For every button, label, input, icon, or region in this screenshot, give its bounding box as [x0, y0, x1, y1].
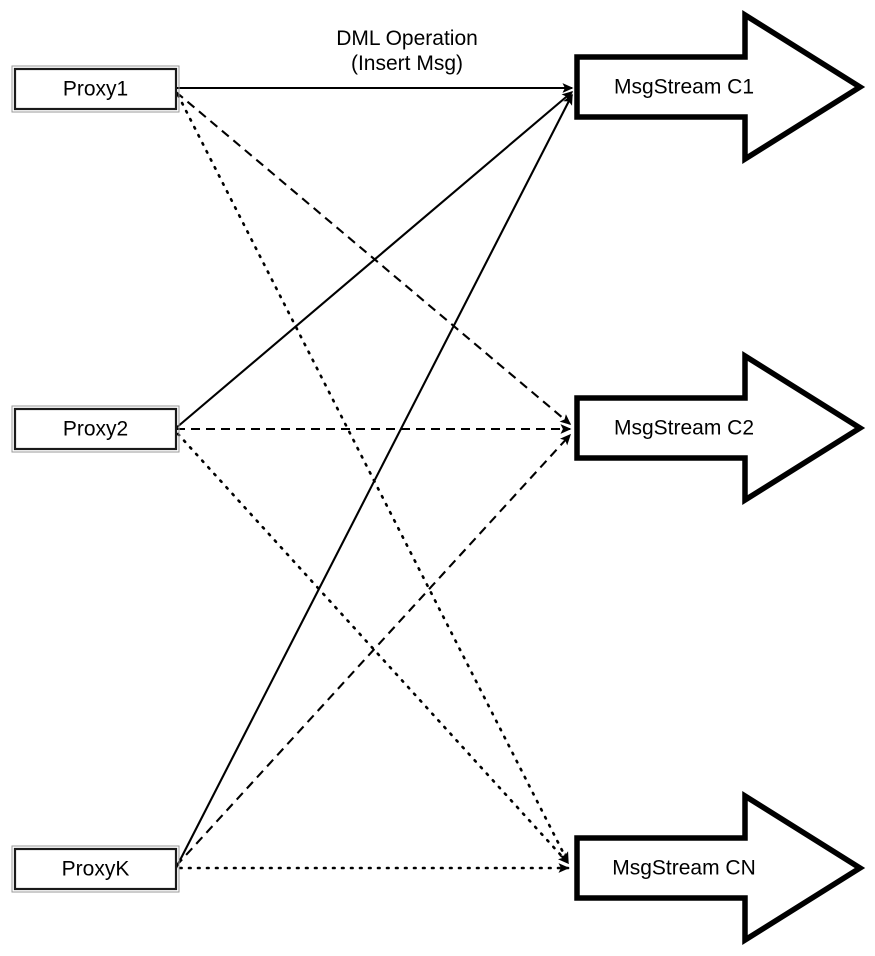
edge-label-line1: DML Operation [336, 27, 478, 50]
msgstream-label: MsgStream C2 [614, 417, 754, 440]
edge-label-line2: (Insert Msg) [351, 52, 463, 75]
msgstream-node-stream_c1[interactable]: MsgStream C1 [574, 10, 866, 164]
proxy-label: ProxyK [62, 858, 130, 881]
link-pk-c1 [175, 93, 573, 869]
proxy-label: Proxy2 [63, 418, 128, 441]
proxy-node-proxy2[interactable]: Proxy2 [11, 405, 180, 453]
msgstream-label: MsgStream C1 [614, 76, 754, 99]
proxy-box-outline [11, 405, 180, 453]
proxy-box-outline [11, 65, 180, 113]
link-pk-c2 [175, 433, 572, 867]
edge-label-group: DML Operation (Insert Msg) [336, 27, 478, 75]
proxy-box[interactable] [13, 407, 178, 451]
proxy-label: Proxy1 [63, 78, 128, 101]
proxy-box-outline [11, 845, 180, 893]
proxy-box[interactable] [13, 67, 178, 111]
links-layer [175, 83, 574, 873]
msgstream-node-stream_cn[interactable]: MsgStream CN [574, 791, 866, 945]
block-arrow-shape[interactable] [574, 10, 866, 164]
link-p2-c1 [175, 91, 574, 429]
proxy-box[interactable] [13, 847, 178, 891]
link-p2-cn [176, 432, 570, 865]
proxy-node-proxyk[interactable]: ProxyK [11, 845, 180, 893]
link-p1-c2 [175, 91, 572, 425]
msgstream-node-stream_c2[interactable]: MsgStream C2 [574, 351, 866, 505]
msgstream-nodes-layer: MsgStream C1 MsgStream C2 MsgStream CN [574, 10, 866, 945]
block-arrow-shape[interactable] [574, 791, 866, 945]
msgstream-label: MsgStream CN [612, 857, 756, 880]
block-arrow-shape[interactable] [574, 351, 866, 505]
link-p1-cn [176, 93, 570, 864]
proxy-node-proxy1[interactable]: Proxy1 [11, 65, 180, 113]
